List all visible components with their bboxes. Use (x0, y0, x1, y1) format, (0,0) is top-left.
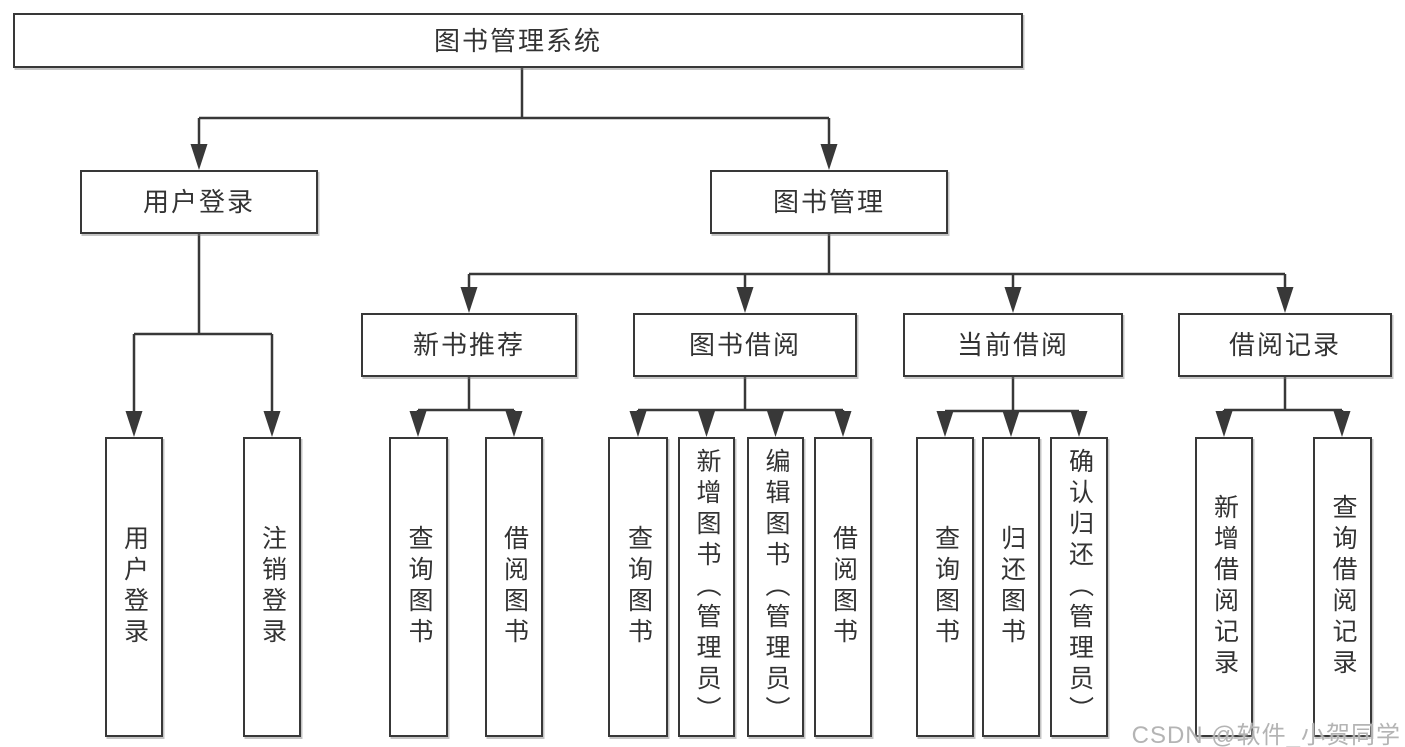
leaf-query-books-borrow: 查询图书 (608, 437, 668, 737)
leaf-edit-books-admin: 编辑图书（管理员） (747, 437, 804, 737)
node-borrow-records: 借阅记录 (1178, 313, 1392, 377)
node-current-borrow: 当前借阅 (903, 313, 1123, 377)
leaf-borrow-books: 借阅图书 (814, 437, 872, 737)
leaf-add-borrow-record: 新增借阅记录 (1195, 437, 1253, 737)
arrowheads (125, 144, 1351, 437)
node-book-borrow: 图书借阅 (633, 313, 857, 377)
leaf-return-books: 归还图书 (982, 437, 1040, 737)
watermark: CSDN @软件_小贺同学 (1131, 722, 1401, 747)
leaf-logout: 注销登录 (243, 437, 301, 737)
leaf-add-books-admin: 新增图书（管理员） (678, 437, 735, 737)
leaf-confirm-return-admin: 确认归还（管理员） (1050, 437, 1108, 737)
node-system-root: 图书管理系统 (13, 13, 1023, 68)
leaf-query-books-current: 查询图书 (916, 437, 974, 737)
node-new-book-recommend: 新书推荐 (361, 313, 577, 377)
leaf-borrow-books-recommend: 借阅图书 (485, 437, 543, 737)
node-user-login-branch: 用户登录 (80, 170, 318, 234)
leaf-user-login: 用户登录 (105, 437, 163, 737)
leaf-query-borrow-record: 查询借阅记录 (1313, 437, 1372, 737)
node-book-management-branch: 图书管理 (710, 170, 948, 234)
leaf-query-books-recommend: 查询图书 (389, 437, 448, 737)
